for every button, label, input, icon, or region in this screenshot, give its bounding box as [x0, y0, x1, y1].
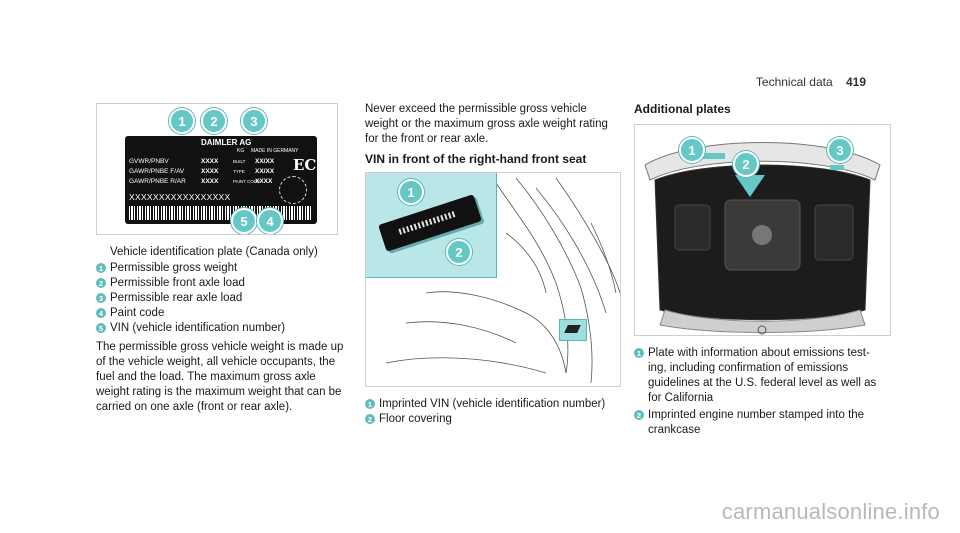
plate-row-right-value: XXXX	[255, 178, 273, 185]
number-badge: 5	[96, 323, 106, 333]
plate-made-in: MADE IN GERMANY	[251, 148, 299, 154]
callout-3: 3	[827, 137, 853, 163]
plate-row: GAWR/PNBE F/AV XXXX TYPE XX/XX	[129, 168, 279, 175]
list-item: 3 Permissible rear axle load	[96, 291, 346, 306]
plate-row-label: GAWR/PNBE F/AV	[129, 168, 185, 175]
plate-row-right-label: TYPE	[233, 169, 245, 174]
callout-5: 5	[231, 208, 257, 234]
number-badge: 2	[634, 410, 644, 420]
list-item-text: Permissible front axle load	[110, 277, 245, 289]
paragraph-line: weight or the maximum gross axle weight …	[365, 118, 608, 130]
plate-barcode	[129, 206, 313, 220]
vin-seat-heading: VIN in front of the right-hand front sea…	[365, 152, 587, 166]
number-badge: 2	[365, 414, 375, 424]
plate-row-label: GVWR/PNBV	[129, 158, 169, 165]
seat-illustration	[385, 177, 620, 384]
plate-row: GVWR/PNBV XXXX BUILT XX/XX	[129, 158, 279, 165]
callout-2: 2	[201, 108, 227, 134]
callout-1: 1	[169, 108, 195, 134]
plate-row-right-value: XX/XX	[255, 168, 275, 175]
list-item: 1 Permissible gross weight	[96, 261, 346, 276]
list-item: 4 Paint code	[96, 306, 346, 321]
list-item-line: guidelines at the U.S. federal level as …	[648, 377, 877, 389]
list-item-text: Floor covering	[379, 413, 452, 425]
plate-kg: KG	[237, 148, 245, 154]
number-badge: 1	[634, 348, 644, 358]
paragraph-line: of the vehicle weight, all vehicle occup…	[96, 356, 336, 368]
engine-bay-illustration	[644, 142, 881, 335]
plate-brand: DAIMLER AG	[201, 138, 252, 147]
plate-row-value: XXXX	[201, 158, 219, 165]
callout-4: 4	[257, 208, 283, 234]
list-item-text: Paint code	[110, 307, 165, 319]
list-item: 1 Imprinted VIN (vehicle identification n…	[365, 397, 625, 412]
vin-zoom-inset: 1 2	[366, 173, 497, 278]
gross-weight-paragraph: The permissible gross vehicle weight is …	[96, 340, 351, 415]
list-item-line: ing, including confirmation of emissions	[648, 362, 849, 374]
never-exceed-paragraph: Never exceed the permissible gross vehic…	[365, 102, 620, 147]
section-title: Technical data	[755, 75, 833, 89]
list-item: 2 Imprinted engine number stamped into t…	[634, 408, 894, 438]
callout-1: 1	[679, 137, 705, 163]
floor-cover-flap-icon	[564, 325, 581, 333]
number-badge: 3	[96, 293, 106, 303]
callout-3: 3	[241, 108, 267, 134]
list-item-line: for California	[648, 392, 714, 404]
paragraph-line: fuel and the load. The maximum gross axl…	[96, 371, 316, 383]
paragraph-line: carried on one axle (front or rear axle)…	[96, 401, 293, 413]
engine-bay-figure: 1 2 3	[634, 124, 891, 336]
callout-1: 1	[398, 179, 424, 205]
vin-imprint-icon	[398, 210, 458, 235]
callout-2: 2	[733, 151, 759, 177]
page-number: 419	[845, 75, 866, 89]
list-item-text: VIN (vehicle identification number)	[110, 322, 286, 334]
plate-emblem: EC	[293, 156, 317, 174]
plate-caption: Vehicle identification plate (Canada onl…	[110, 246, 318, 258]
list-item-text: Imprinted VIN (vehicle identification nu…	[379, 398, 606, 410]
watermark: carmanualsonline.info	[721, 499, 940, 524]
additional-plates-legend: 1 Plate with information about emissions…	[634, 346, 894, 438]
number-badge: 4	[96, 308, 106, 318]
list-item-line: Imprinted engine number stamped into the	[648, 409, 865, 421]
paragraph-line: The permissible gross vehicle weight is …	[96, 341, 344, 353]
callout-2: 2	[446, 239, 472, 265]
plate-seal-icon	[279, 176, 307, 204]
list-item: 5 VIN (vehicle identification number)	[96, 321, 346, 336]
plate-vin: XXXXXXXXXXXXXXXXX	[129, 192, 231, 202]
floor-cover-detail	[559, 319, 587, 341]
paragraph-line: Never exceed the permissible gross vehic…	[365, 103, 587, 115]
number-badge: 1	[96, 263, 106, 273]
additional-plates-heading: Additional plates	[634, 102, 731, 116]
plate-row-label: GAWR/PNBE R/AR	[129, 178, 186, 185]
vehicle-plate-figure: DAIMLER AG KG MADE IN GERMANY EC GVWR/PN…	[96, 103, 338, 235]
plate-row-value: XXXX	[201, 178, 219, 185]
plate-row-right-value: XX/XX	[255, 158, 275, 165]
paragraph-line: weight rating is the maximum weight that…	[96, 386, 342, 398]
plate-row-value: XXXX	[201, 168, 219, 175]
plate-label: DAIMLER AG KG MADE IN GERMANY EC GVWR/PN…	[125, 136, 317, 224]
vin-seat-figure: 1 2	[365, 172, 621, 387]
list-item-line: crankcase	[648, 424, 701, 436]
paragraph-line: for the front or rear axle.	[365, 133, 489, 145]
list-item: 2 Floor covering	[365, 412, 625, 427]
list-item-line: Plate with information about emissions t…	[648, 347, 870, 359]
list-item-text: Permissible gross weight	[110, 262, 238, 274]
list-item: 2 Permissible front axle load	[96, 276, 346, 291]
list-item-text: Permissible rear axle load	[110, 292, 243, 304]
list-item: 1 Plate with information about emissions…	[634, 346, 894, 406]
vin-legend: 1 Imprinted VIN (vehicle identification n…	[365, 397, 625, 427]
plate-row: GAWR/PNBE R/AR XXXX PAINT CODE XXXX	[129, 178, 279, 185]
plate-row-right-label: PAINT CODE	[233, 179, 261, 184]
number-badge: 1	[365, 399, 375, 409]
plate-row-right-label: BUILT	[233, 159, 246, 164]
page-header: Technical data 419	[756, 75, 866, 89]
number-badge: 2	[96, 278, 106, 288]
plate-legend: 1 Permissible gross weight 2 Permissible f…	[96, 261, 346, 336]
